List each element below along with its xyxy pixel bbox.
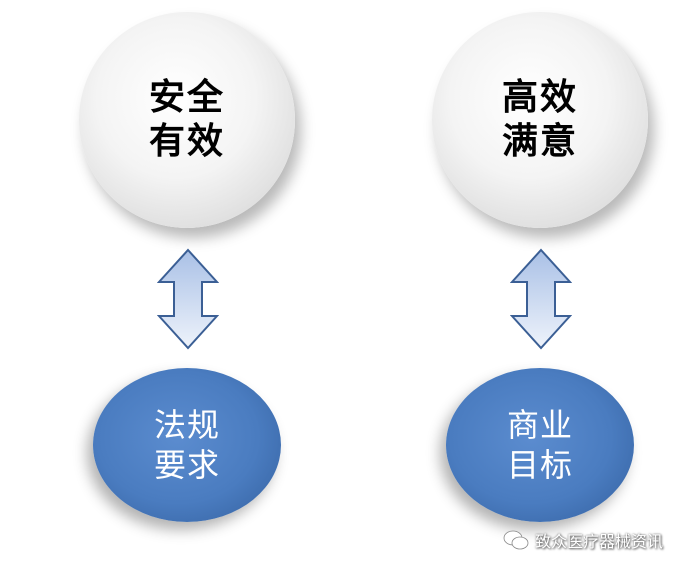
circle-text-line1: 安全 [148,77,225,118]
circle-text-line2: 有效 [148,121,225,162]
circle-text-line2: 满意 [501,121,578,162]
ellipse-text-line2: 要求 [153,446,220,484]
double-arrow-icon [510,248,572,350]
ellipse-business-goals: 商业 目标 [446,368,634,522]
watermark: 致众医疗器械资讯 [503,528,663,552]
ellipse-text-line1: 法规 [153,406,220,444]
circle-safe-effective: 安全 有效 [79,12,295,228]
circle-text-line1: 高效 [501,77,578,118]
watermark-text: 致众医疗器械资讯 [535,532,664,551]
double-arrow-icon [157,248,219,350]
circle-efficient-satisfied: 高效 满意 [432,12,648,228]
ellipse-text-line1: 商业 [506,406,573,444]
wechat-icon [503,530,529,550]
ellipse-regulatory-requirements: 法规 要求 [93,368,281,522]
ellipse-text-line2: 目标 [506,446,573,484]
